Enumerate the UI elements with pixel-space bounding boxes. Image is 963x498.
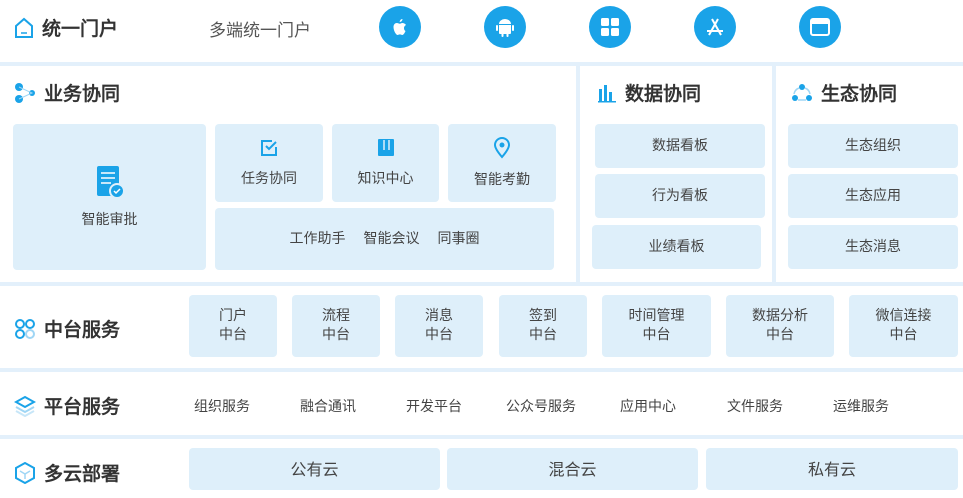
- middle-card-name: 流程: [322, 308, 350, 324]
- data-item-label: 行为看板: [652, 187, 708, 204]
- middle-card-suffix: 中台: [219, 327, 247, 343]
- approval-card[interactable]: 智能审批: [13, 124, 206, 270]
- knowledge-card[interactable]: 知识中心: [332, 124, 439, 202]
- middle-card-suffix: 中台: [642, 327, 671, 343]
- divider: [0, 368, 963, 372]
- middle-card-suffix: 中台: [425, 327, 453, 343]
- platform-title: 平台服务: [44, 396, 121, 418]
- middle-card-name: 时间管理: [628, 308, 685, 324]
- portal-section-title: 统一门户: [14, 14, 118, 41]
- behavior-board-card[interactable]: 行为看板: [595, 174, 765, 218]
- platform-item[interactable]: 公众号服务: [506, 399, 576, 415]
- apple-icon[interactable]: [379, 6, 421, 48]
- middle-card-checkin[interactable]: 签到中台: [499, 295, 587, 357]
- home-icon: [14, 17, 34, 39]
- divider: [772, 66, 776, 282]
- tools-card: 工作助手 智能会议 同事圈: [215, 208, 554, 270]
- eco-app-card[interactable]: 生态应用: [788, 174, 958, 218]
- data-board-card[interactable]: 数据看板: [595, 124, 765, 168]
- middle-card-name: 微信连接: [875, 308, 932, 324]
- middle-card-time[interactable]: 时间管理中台: [602, 295, 711, 357]
- cube-icon: [14, 461, 36, 484]
- business-section-title: 业务协同: [14, 79, 120, 106]
- portal-subtitle: 多端统一门户: [209, 21, 311, 41]
- platform-item[interactable]: 融合通讯: [300, 399, 356, 415]
- platform-item[interactable]: 运维服务: [833, 399, 889, 415]
- attendance-card[interactable]: 智能考勤: [448, 124, 556, 202]
- data-item-label: 业绩看板: [648, 238, 705, 255]
- cloud-section-title: 多云部署: [14, 459, 120, 486]
- cloud-title: 多云部署: [44, 463, 121, 485]
- android-icon[interactable]: [484, 6, 526, 48]
- eco-item-label: 生态组织: [845, 137, 901, 154]
- middle-card-name: 门户: [219, 308, 247, 324]
- middle-card-suffix: 中台: [322, 327, 350, 343]
- middle-card-suffix: 中台: [766, 327, 794, 343]
- portal-title: 统一门户: [42, 18, 119, 40]
- platform-item[interactable]: 应用中心: [620, 399, 676, 415]
- platform-item[interactable]: 开发平台: [406, 399, 462, 415]
- clover-icon: [14, 318, 36, 340]
- share-nodes-icon: [14, 82, 36, 104]
- eco-section-title: 生态协同: [791, 79, 897, 106]
- middle-card-wechat[interactable]: 微信连接中台: [849, 295, 958, 357]
- middle-card-message[interactable]: 消息中台: [395, 295, 483, 357]
- eco-title: 生态协同: [821, 83, 898, 105]
- tool-smart-meeting[interactable]: 智能会议: [363, 230, 420, 247]
- location-pin-icon: [492, 136, 512, 165]
- middle-card-suffix: 中台: [529, 327, 557, 343]
- middle-card-process[interactable]: 流程中台: [292, 295, 380, 357]
- divider: [0, 435, 963, 439]
- app-store-icon[interactable]: [694, 6, 736, 48]
- platform-item[interactable]: 组织服务: [194, 399, 250, 415]
- task-label: 任务协同: [241, 170, 297, 187]
- task-check-icon: [259, 138, 279, 164]
- eco-org-card[interactable]: 生态组织: [788, 124, 958, 168]
- business-title: 业务协同: [44, 83, 121, 105]
- performance-board-card[interactable]: 业绩看板: [592, 225, 761, 269]
- windows-icon[interactable]: [589, 6, 631, 48]
- approval-label: 智能审批: [81, 211, 138, 228]
- eco-message-card[interactable]: 生态消息: [788, 225, 958, 269]
- ecosystem-icon: [791, 83, 813, 103]
- cloud-label: 公有云: [290, 459, 339, 479]
- hybrid-cloud-card[interactable]: 混合云: [447, 448, 698, 490]
- middle-card-name: 签到: [529, 308, 557, 324]
- attendance-label: 智能考勤: [474, 171, 530, 188]
- knowledge-label: 知识中心: [357, 170, 414, 187]
- layers-icon: [14, 395, 36, 417]
- middle-section-title: 中台服务: [14, 315, 120, 342]
- eco-item-label: 生态应用: [845, 187, 901, 204]
- eco-item-label: 生态消息: [845, 238, 901, 255]
- divider: [0, 62, 963, 66]
- middle-title: 中台服务: [44, 319, 121, 341]
- task-card[interactable]: 任务协同: [215, 124, 323, 202]
- divider: [0, 282, 963, 286]
- data-item-label: 数据看板: [652, 137, 708, 154]
- platform-section-title: 平台服务: [14, 392, 120, 419]
- tool-colleague-circle[interactable]: 同事圈: [437, 230, 480, 247]
- public-cloud-card[interactable]: 公有云: [189, 448, 440, 490]
- approval-document-icon: [95, 165, 125, 205]
- middle-card-name: 数据分析: [752, 308, 808, 324]
- web-browser-icon[interactable]: [799, 6, 841, 48]
- middle-card-suffix: 中台: [889, 327, 918, 343]
- divider: [576, 66, 580, 282]
- middle-card-portal[interactable]: 门户中台: [189, 295, 277, 357]
- middle-card-name: 消息: [425, 308, 453, 324]
- platform-item[interactable]: 文件服务: [727, 399, 783, 415]
- private-cloud-card[interactable]: 私有云: [706, 448, 958, 490]
- cloud-label: 混合云: [548, 459, 597, 479]
- book-icon: [376, 138, 396, 164]
- bar-chart-icon: [597, 83, 617, 103]
- middle-card-analytics[interactable]: 数据分析中台: [726, 295, 834, 357]
- data-section-title: 数据协同: [597, 79, 701, 106]
- data-title: 数据协同: [625, 83, 702, 105]
- tool-work-assistant[interactable]: 工作助手: [289, 230, 346, 247]
- cloud-label: 私有云: [807, 459, 856, 479]
